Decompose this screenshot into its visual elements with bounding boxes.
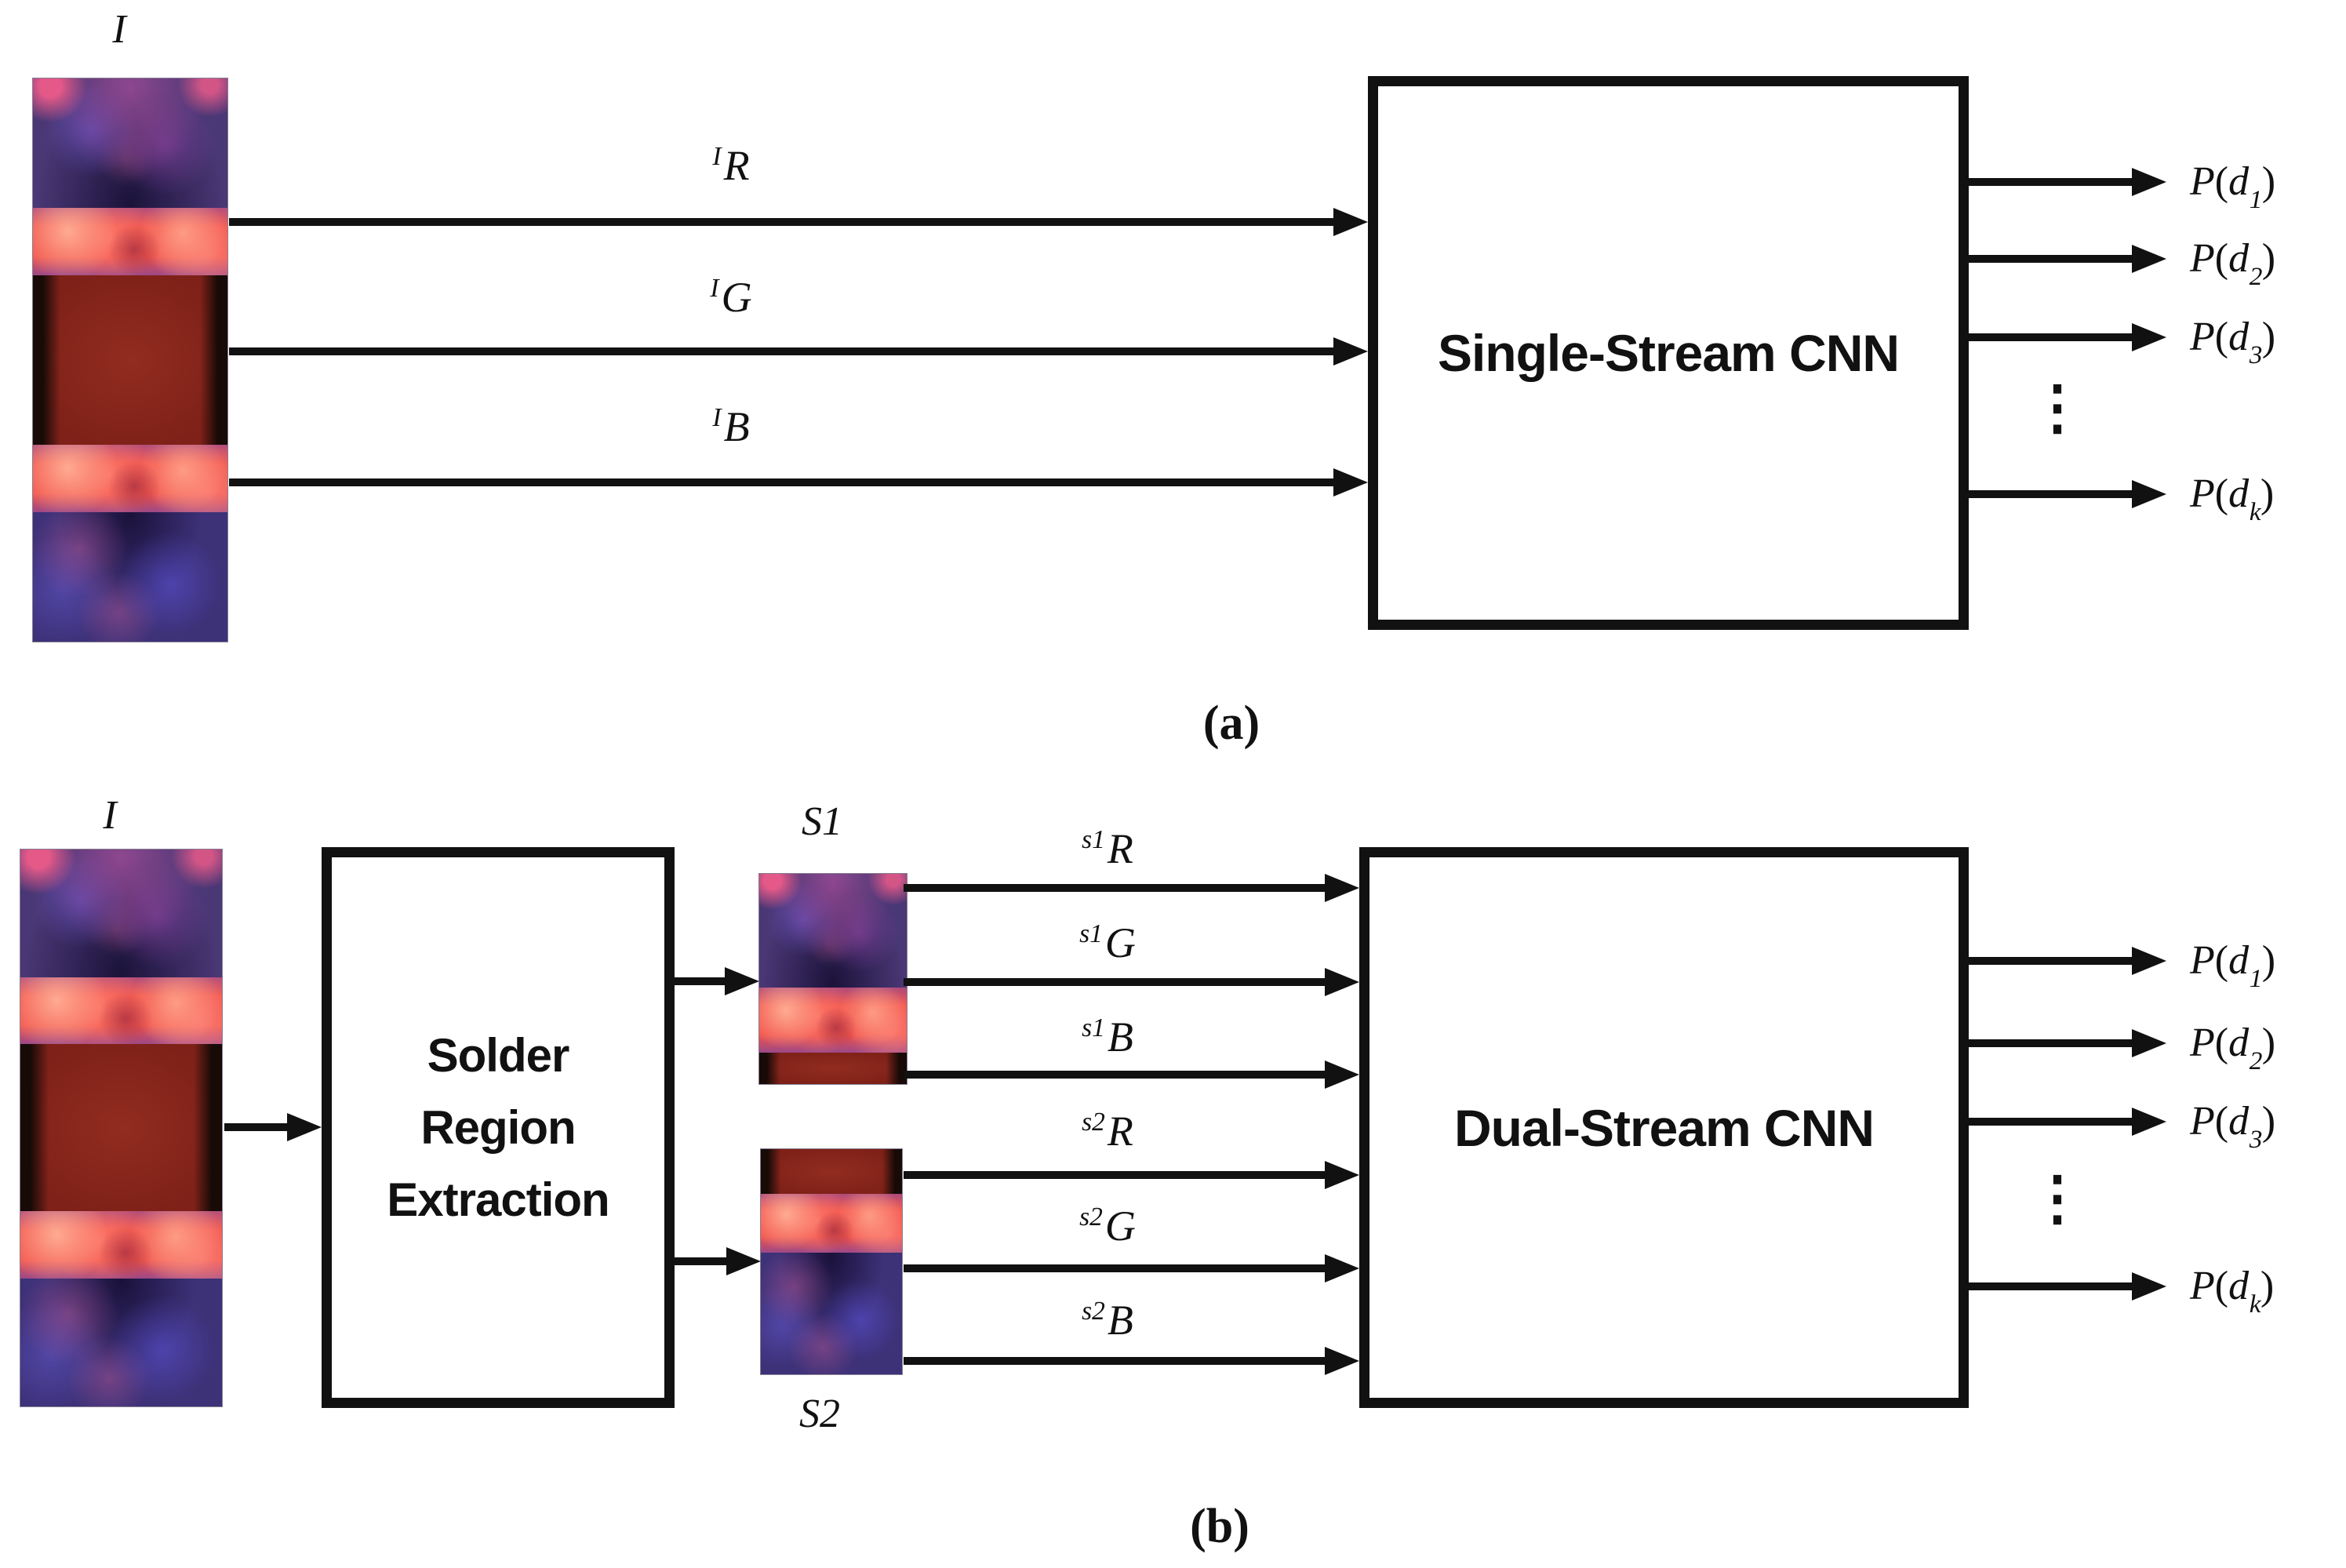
dual-stream-cnn-box: Dual-Stream CNN xyxy=(1359,847,1969,1408)
arrow-a-output-3 xyxy=(1969,323,2166,351)
panel-b-input-chip-image xyxy=(20,849,223,1407)
panel-a-channel-label-r: IR xyxy=(653,129,809,189)
extraction-label-line-2: Region xyxy=(420,1101,576,1154)
chip-body-region xyxy=(20,1044,222,1212)
chip-upper-solder-region xyxy=(33,208,227,276)
arrow-b-extraction-to-s1 xyxy=(675,967,759,995)
panel-b-output-label-2: P(d2) xyxy=(2190,1020,2276,1076)
panel-b-channel-label-s1r: s1R xyxy=(1082,825,1133,872)
chip-component-top-region xyxy=(20,849,222,978)
panel-b-channel-label-s2b: s2B xyxy=(1082,1297,1133,1344)
chip-upper-solder-region xyxy=(20,977,222,1045)
arrow-b-output-k xyxy=(1969,1272,2166,1301)
channel-sup: I xyxy=(712,403,722,432)
solder-region-extraction-box-label: Solder Region Extraction xyxy=(387,1020,609,1236)
panel-a-output-label-k: P(dk) xyxy=(2190,471,2275,527)
arrow-a-channel-r xyxy=(229,208,1368,236)
s1-body-region xyxy=(759,1052,907,1084)
panel-b-output-label-3: P(d3) xyxy=(2190,1099,2276,1155)
panel-a-channel-label-b: IB xyxy=(653,391,809,450)
panel-b-channel-label-s2g: s2G xyxy=(1079,1202,1136,1250)
panel-b-s1-label: S1 xyxy=(802,799,842,844)
solder-region-extraction-box: Solder Region Extraction xyxy=(322,847,675,1408)
panel-a-output-label-3: P(d3) xyxy=(2190,315,2276,370)
arrow-b-extraction-to-s2 xyxy=(675,1247,761,1275)
panel-b-input-image-label: I xyxy=(103,793,117,838)
extraction-label-line-1: Solder xyxy=(427,1028,570,1082)
channel-letter: B xyxy=(723,403,750,450)
panel-b-s2-label: S2 xyxy=(799,1392,840,1436)
arrow-b-s2-channel-r xyxy=(904,1161,1359,1189)
panel-b-caption: (b) xyxy=(1190,1500,1249,1553)
arrow-b-s2-channel-g xyxy=(904,1254,1359,1282)
panel-b-s1-crop-image xyxy=(758,873,907,1085)
arrow-b-output-2 xyxy=(1969,1029,2166,1057)
dual-stream-cnn-box-label: Dual-Stream CNN xyxy=(1453,1098,1875,1157)
chip-lower-solder-region xyxy=(33,444,227,512)
arrow-b-s1-channel-b xyxy=(904,1060,1359,1089)
extraction-label-line-3: Extraction xyxy=(387,1173,609,1226)
single-stream-cnn-box: Single-Stream CNN xyxy=(1368,76,1969,630)
s1-component-region xyxy=(759,874,907,988)
panel-b-output-label-k: P(dk) xyxy=(2190,1264,2275,1319)
arrow-a-output-2 xyxy=(1969,245,2166,273)
panel-b-channel-label-s2r: s2R xyxy=(1082,1108,1133,1155)
arrow-b-s2-channel-b xyxy=(904,1347,1359,1375)
arrow-a-channel-g xyxy=(229,337,1368,366)
chip-component-top-region xyxy=(33,78,227,209)
panel-a-caption: (a) xyxy=(1202,697,1260,750)
arrow-b-output-1 xyxy=(1969,947,2166,975)
chip-component-bottom-region xyxy=(20,1278,222,1406)
s2-solder-region xyxy=(761,1194,902,1253)
chip-lower-solder-region xyxy=(20,1211,222,1279)
chip-component-bottom-region xyxy=(33,511,227,642)
panel-a-channel-label-g: IG xyxy=(653,261,809,321)
s1-solder-region xyxy=(759,987,907,1053)
channel-sup: I xyxy=(710,274,719,303)
arrow-a-channel-b xyxy=(229,468,1368,497)
panel-a-output-ellipsis: ⋮ xyxy=(2028,375,2087,441)
channel-sup: I xyxy=(712,142,722,171)
panel-b-s2-crop-image xyxy=(760,1148,903,1375)
arrow-b-s1-channel-r xyxy=(904,874,1359,902)
arrow-b-s1-channel-g xyxy=(904,968,1359,996)
panel-a-output-label-2: P(d2) xyxy=(2190,236,2276,292)
panel-a-output-label-1: P(d1) xyxy=(2190,159,2276,215)
channel-letter: G xyxy=(721,274,752,321)
panel-b-output-ellipsis: ⋮ xyxy=(2028,1166,2087,1231)
chip-body-region xyxy=(33,275,227,445)
panel-b-channel-label-s1b: s1B xyxy=(1082,1013,1133,1060)
panel-b-output-label-1: P(d1) xyxy=(2190,938,2276,994)
s2-component-region xyxy=(761,1253,902,1374)
panel-a-input-chip-image xyxy=(32,78,228,642)
channel-letter: R xyxy=(723,142,750,189)
panel-a-input-image-label: I xyxy=(112,7,126,52)
panel-b-channel-label-s1g: s1G xyxy=(1079,919,1136,966)
single-stream-cnn-box-label: Single-Stream CNN xyxy=(1437,324,1900,382)
s2-body-region xyxy=(761,1149,902,1195)
arrow-a-output-k xyxy=(1969,480,2166,508)
arrow-b-output-3 xyxy=(1969,1108,2166,1136)
arrow-a-output-1 xyxy=(1969,168,2166,196)
arrow-b-image-to-extraction xyxy=(224,1113,322,1141)
